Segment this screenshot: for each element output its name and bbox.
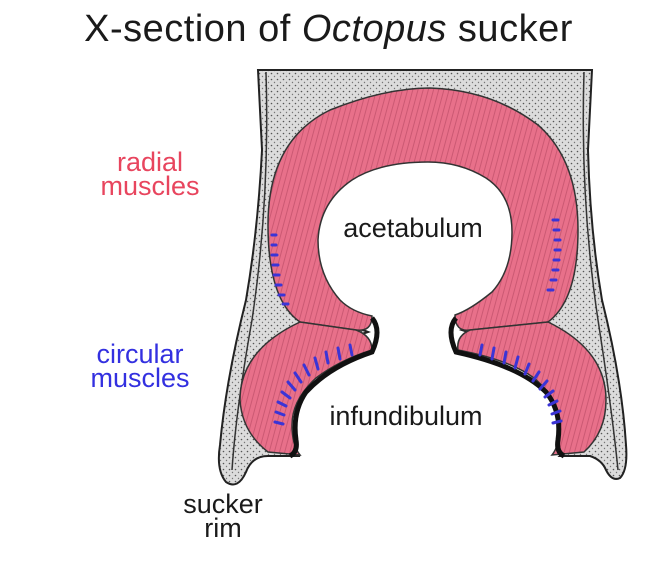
radial-muscle-upper — [267, 87, 579, 331]
sucker-rim-label: sucker rim — [158, 489, 288, 543]
epithelium-right — [448, 316, 566, 459]
infundibulum-label: infundibulum — [329, 401, 483, 431]
circular-muscle-upper-right — [546, 218, 562, 292]
radial-muscles-label: radial muscles — [80, 147, 220, 201]
circular-muscle-lower-right — [478, 343, 563, 425]
circular-muscles-label: circular muscles — [65, 339, 215, 393]
title-prefix: X-section of — [84, 8, 302, 50]
circular-muscle-lower-left — [273, 343, 354, 426]
title-suffix: sucker — [446, 8, 573, 50]
circular-muscles-label-line-1: circular — [96, 339, 184, 369]
epithelium-left — [288, 316, 380, 459]
acetabulum-label: acetabulum — [343, 213, 483, 243]
circular-muscles-label-line-2: muscles — [90, 363, 190, 393]
sucker-rim-label-line-2: rim — [204, 513, 242, 543]
circular-muscle-upper-left — [270, 233, 290, 306]
body-wall-right — [582, 71, 619, 471]
diagram-title: X-section of Octopus sucker — [0, 8, 657, 51]
sucker-rim-label-line-1: sucker — [183, 489, 263, 519]
title-genus: Octopus — [301, 8, 447, 50]
body-wall-left — [231, 71, 268, 471]
radial-muscles-label-line-2: muscles — [100, 171, 200, 201]
radial-muscles-label-line-1: radial — [116, 147, 184, 177]
